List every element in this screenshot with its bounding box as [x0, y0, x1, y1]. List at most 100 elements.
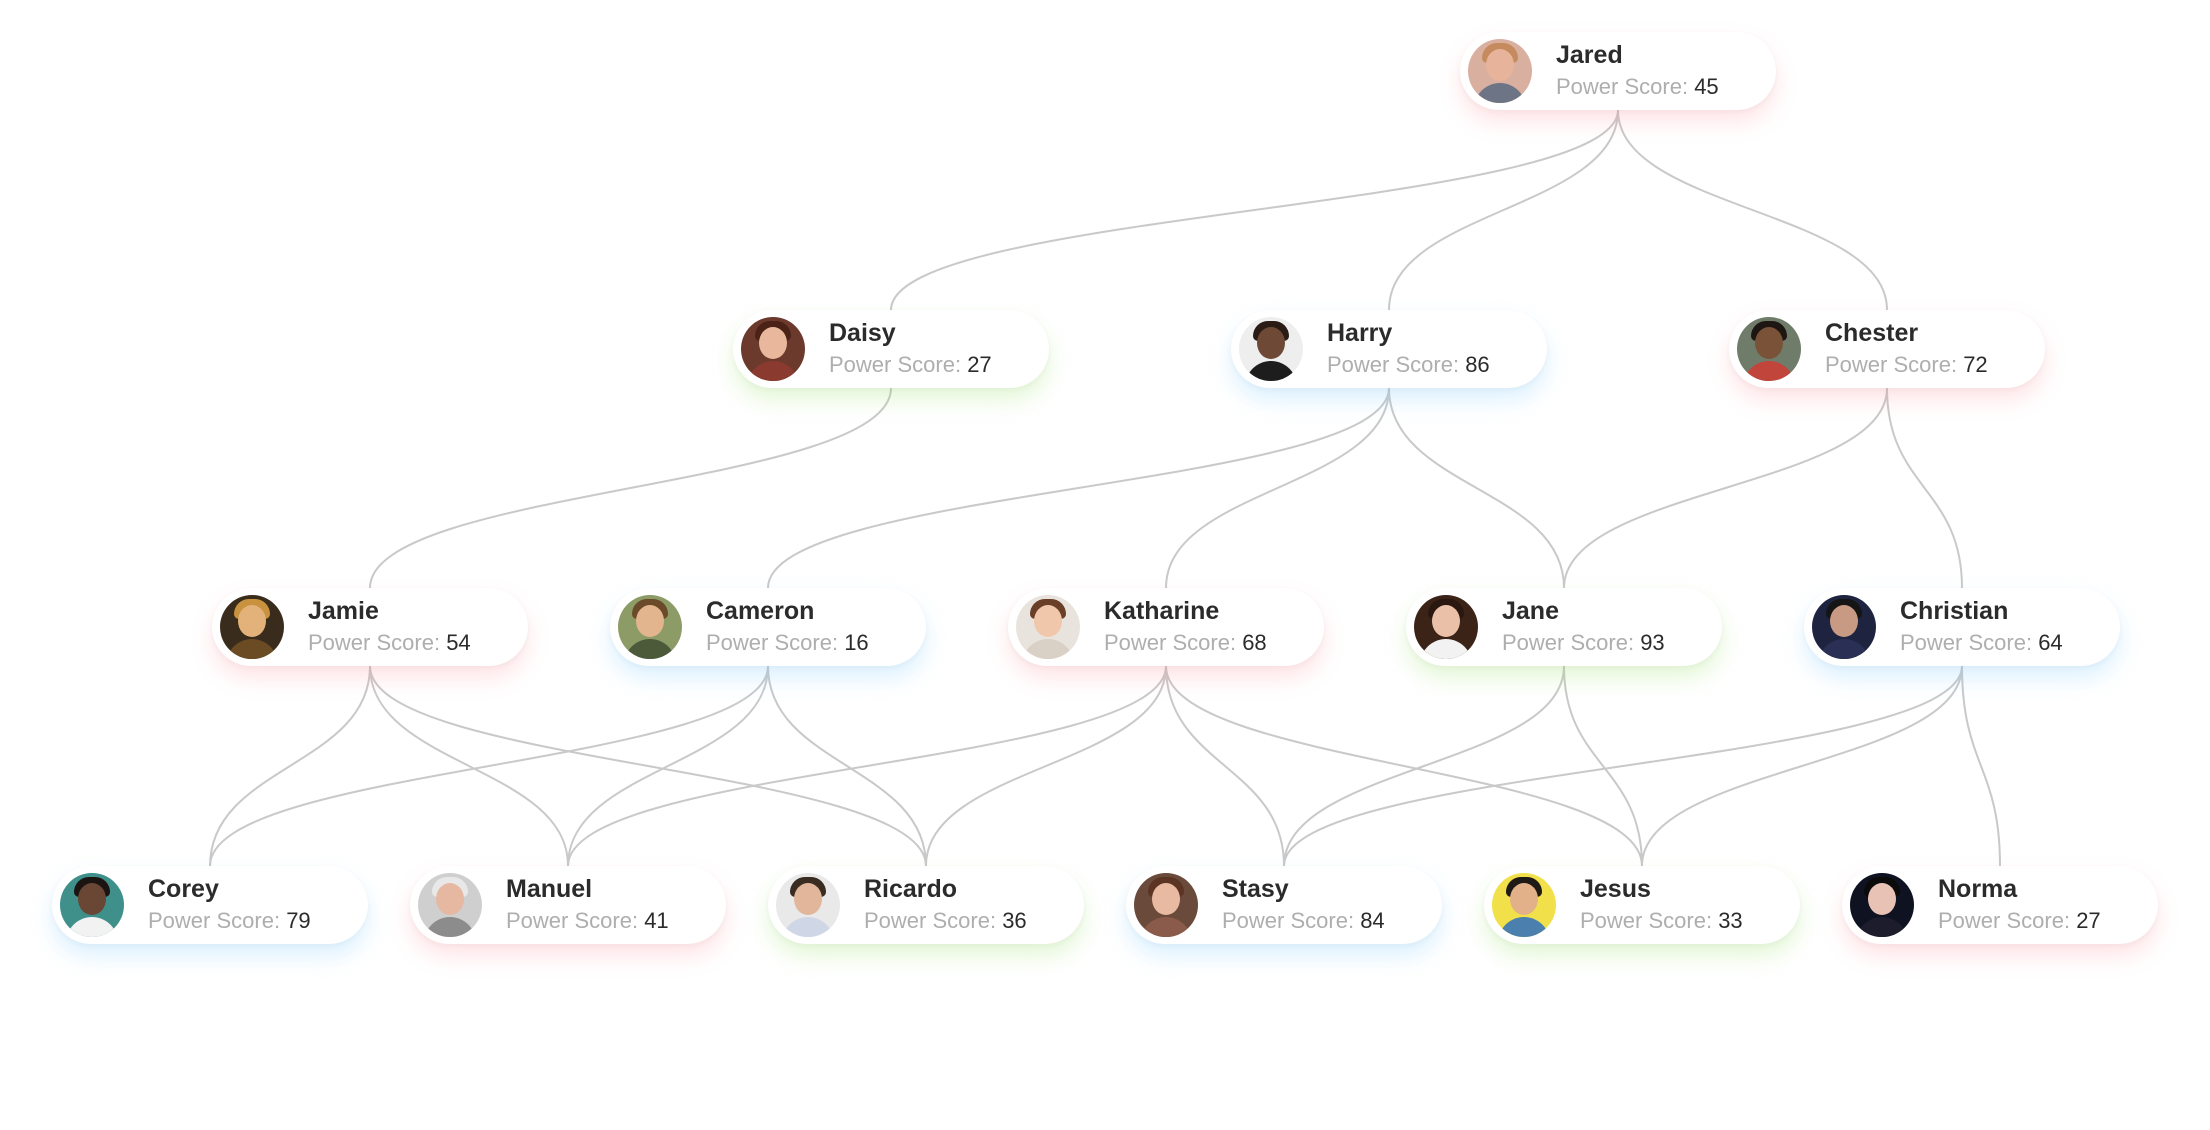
avatar-katharine — [1016, 595, 1080, 659]
node-stasy[interactable]: Stasy Power Score: 84 — [1126, 866, 1442, 944]
power-score-label: Power Score: — [308, 630, 441, 655]
power-score: Power Score: 27 — [1938, 906, 2101, 936]
avatar-jared — [1468, 39, 1532, 103]
node-name: Katharine — [1104, 597, 1220, 625]
connector-chester-jane — [1563, 387, 1888, 589]
connector-harry-cameron — [767, 387, 1390, 589]
node-corey[interactable]: Corey Power Score: 79 — [52, 866, 368, 944]
connector-katharine-manuel — [567, 665, 1167, 867]
node-cameron[interactable]: Cameron Power Score: 16 — [610, 588, 926, 666]
power-score: Power Score: 86 — [1327, 350, 1490, 380]
power-score-value: 16 — [844, 630, 869, 655]
power-score-value: 79 — [286, 908, 311, 933]
power-score-label: Power Score: — [1556, 74, 1689, 99]
power-score-label: Power Score: — [1104, 630, 1237, 655]
power-score-label: Power Score: — [1900, 630, 2033, 655]
power-score-value: 54 — [446, 630, 471, 655]
connector-chester-christian — [1886, 387, 1963, 589]
power-score: Power Score: 72 — [1825, 350, 1988, 380]
connector-cameron-corey — [209, 665, 769, 867]
connector-jane-stasy — [1283, 665, 1565, 867]
power-score: Power Score: 54 — [308, 628, 471, 658]
node-name: Jared — [1556, 41, 1623, 69]
node-name: Daisy — [829, 319, 896, 347]
avatar-jamie — [220, 595, 284, 659]
power-score-value: 86 — [1465, 352, 1490, 377]
connector-jane-jesus — [1563, 665, 1643, 867]
power-score: Power Score: 27 — [829, 350, 992, 380]
connector-harry-jane — [1388, 387, 1565, 589]
connector-katharine-stasy — [1165, 665, 1285, 867]
connector-jared-daisy — [890, 109, 1619, 311]
node-manuel[interactable]: Manuel Power Score: 41 — [410, 866, 726, 944]
power-score-label: Power Score: — [1825, 352, 1958, 377]
power-score-label: Power Score: — [1580, 908, 1713, 933]
power-score: Power Score: 45 — [1556, 72, 1719, 102]
avatar-christian — [1812, 595, 1876, 659]
power-score-value: 33 — [1718, 908, 1743, 933]
node-jane[interactable]: Jane Power Score: 93 — [1406, 588, 1722, 666]
node-ricardo[interactable]: Ricardo Power Score: 36 — [768, 866, 1084, 944]
avatar-ricardo — [776, 873, 840, 937]
power-score: Power Score: 33 — [1580, 906, 1743, 936]
node-name: Norma — [1938, 875, 2018, 903]
power-score-value: 41 — [644, 908, 669, 933]
power-score-label: Power Score: — [829, 352, 962, 377]
power-score: Power Score: 84 — [1222, 906, 1385, 936]
node-daisy[interactable]: Daisy Power Score: 27 — [733, 310, 1049, 388]
node-chester[interactable]: Chester Power Score: 72 — [1729, 310, 2045, 388]
node-name: Ricardo — [864, 875, 958, 903]
power-score: Power Score: 36 — [864, 906, 1027, 936]
avatar-daisy — [741, 317, 805, 381]
node-christian[interactable]: Christian Power Score: 64 — [1804, 588, 2120, 666]
connector-cameron-ricardo — [767, 665, 927, 867]
power-score-value: 72 — [1963, 352, 1988, 377]
avatar-jesus — [1492, 873, 1556, 937]
power-score: Power Score: 68 — [1104, 628, 1267, 658]
connector-daisy-jamie — [369, 387, 892, 589]
node-name: Jane — [1502, 597, 1559, 625]
connector-jared-harry — [1388, 109, 1619, 311]
power-score-label: Power Score: — [1938, 908, 2071, 933]
power-score-label: Power Score: — [1222, 908, 1355, 933]
power-score-label: Power Score: — [1502, 630, 1635, 655]
power-score-label: Power Score: — [864, 908, 997, 933]
avatar-chester — [1737, 317, 1801, 381]
connector-katharine-jesus — [1165, 665, 1643, 867]
avatar-jane — [1414, 595, 1478, 659]
connector-cameron-manuel — [567, 665, 769, 867]
power-score-label: Power Score: — [148, 908, 281, 933]
power-score: Power Score: 79 — [148, 906, 311, 936]
power-score-value: 36 — [1002, 908, 1027, 933]
node-jesus[interactable]: Jesus Power Score: 33 — [1484, 866, 1800, 944]
power-score: Power Score: 41 — [506, 906, 669, 936]
power-score-value: 93 — [1640, 630, 1665, 655]
node-name: Christian — [1900, 597, 2009, 625]
power-score-value: 27 — [2076, 908, 2101, 933]
connector-jamie-manuel — [369, 665, 569, 867]
connector-christian-jesus — [1641, 665, 1963, 867]
power-score-value: 68 — [1242, 630, 1267, 655]
node-name: Stasy — [1222, 875, 1289, 903]
node-name: Jamie — [308, 597, 379, 625]
node-jamie[interactable]: Jamie Power Score: 54 — [212, 588, 528, 666]
connector-jared-chester — [1617, 109, 1888, 311]
node-jared[interactable]: Jared Power Score: 45 — [1460, 32, 1776, 110]
connector-christian-norma — [1961, 665, 2001, 867]
power-score: Power Score: 64 — [1900, 628, 2063, 658]
power-score-label: Power Score: — [706, 630, 839, 655]
node-name: Jesus — [1580, 875, 1651, 903]
power-score-value: 84 — [1360, 908, 1385, 933]
avatar-cameron — [618, 595, 682, 659]
connector-christian-stasy — [1283, 665, 1963, 867]
node-norma[interactable]: Norma Power Score: 27 — [1842, 866, 2158, 944]
connector-katharine-ricardo — [925, 665, 1167, 867]
node-name: Chester — [1825, 319, 1919, 347]
connector-harry-katharine — [1165, 387, 1390, 589]
node-katharine[interactable]: Katharine Power Score: 68 — [1008, 588, 1324, 666]
avatar-harry — [1239, 317, 1303, 381]
node-harry[interactable]: Harry Power Score: 86 — [1231, 310, 1547, 388]
power-score-value: 64 — [2038, 630, 2063, 655]
node-name: Manuel — [506, 875, 593, 903]
